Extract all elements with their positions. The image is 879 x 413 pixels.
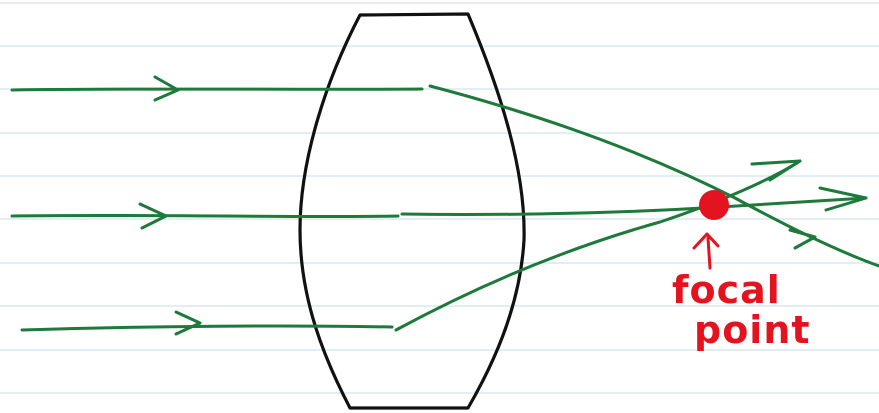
arrowhead-bottom-outgoing [752, 161, 800, 180]
refracted-ray-middle [402, 198, 866, 215]
incoming-ray-bottom [22, 326, 392, 330]
focal-point-pointer-arrow [708, 238, 710, 268]
focal-label-line2: point [694, 308, 811, 352]
incoming-ray-top [12, 89, 422, 90]
incoming-ray-middle [12, 215, 398, 216]
arrowhead-top-outgoing [790, 230, 815, 248]
convex-lens [300, 14, 524, 408]
focal-label-line1: focal [672, 268, 781, 312]
focal-point-pointer-arrowhead [694, 234, 718, 248]
focal-point-dot [699, 190, 729, 220]
arrowhead-bottom-incoming [176, 312, 200, 334]
